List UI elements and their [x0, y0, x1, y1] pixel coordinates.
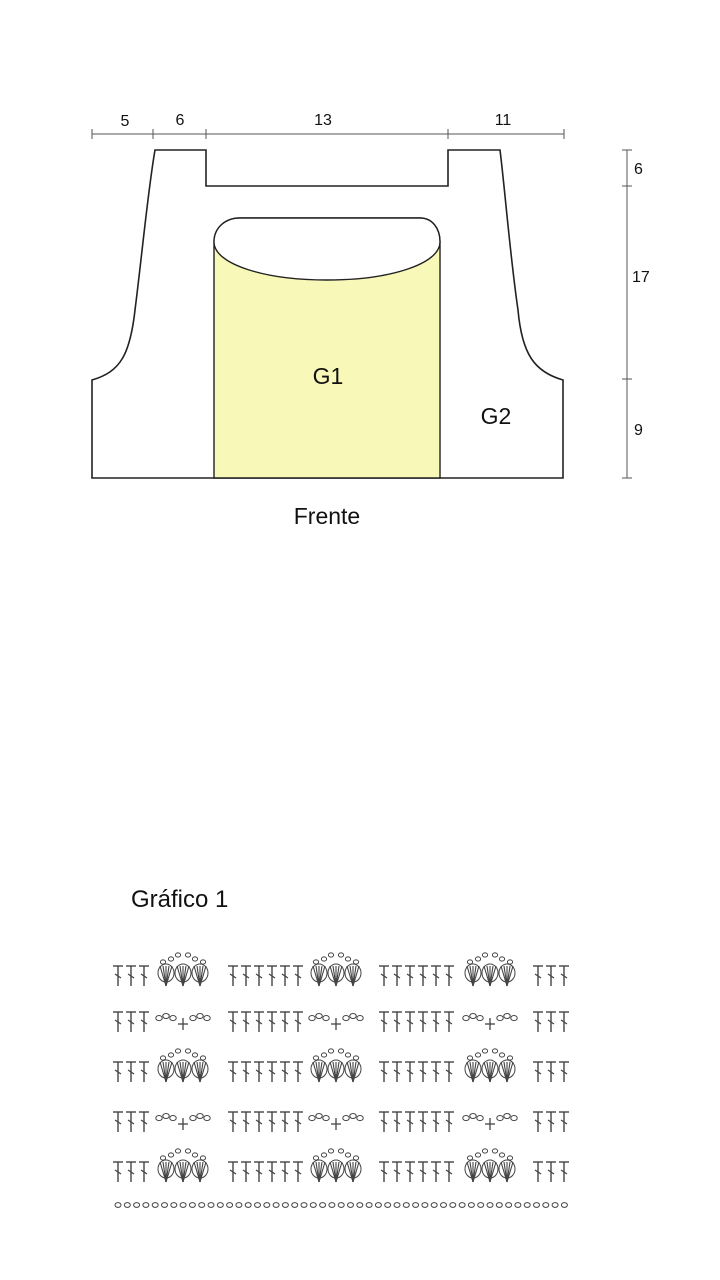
dim-side-2: 17	[632, 269, 650, 286]
chart-row-3	[113, 1048, 569, 1083]
dim-top-2: 6	[176, 112, 185, 129]
foundation-chain-row	[114, 1202, 568, 1208]
neck-opening	[213, 217, 441, 281]
chart-title: Gráfico 1	[131, 886, 229, 913]
dim-top-4: 11	[495, 112, 512, 129]
dim-top-1: 5	[121, 113, 130, 130]
dim-side-1: 6	[634, 161, 643, 178]
chart-row-2	[113, 1011, 569, 1032]
side-dimension-line	[622, 149, 632, 479]
schematic-caption: Frente	[294, 503, 360, 529]
region-label-g1: G1	[313, 363, 344, 389]
chart-row-4	[113, 1111, 569, 1132]
chart-row-1	[113, 952, 569, 987]
chart-row-5	[113, 1148, 569, 1183]
dim-side-3: 9	[634, 422, 643, 439]
region-label-g2: G2	[481, 403, 512, 429]
top-dimension-line	[91, 129, 565, 139]
dim-top-3: 13	[314, 112, 332, 129]
